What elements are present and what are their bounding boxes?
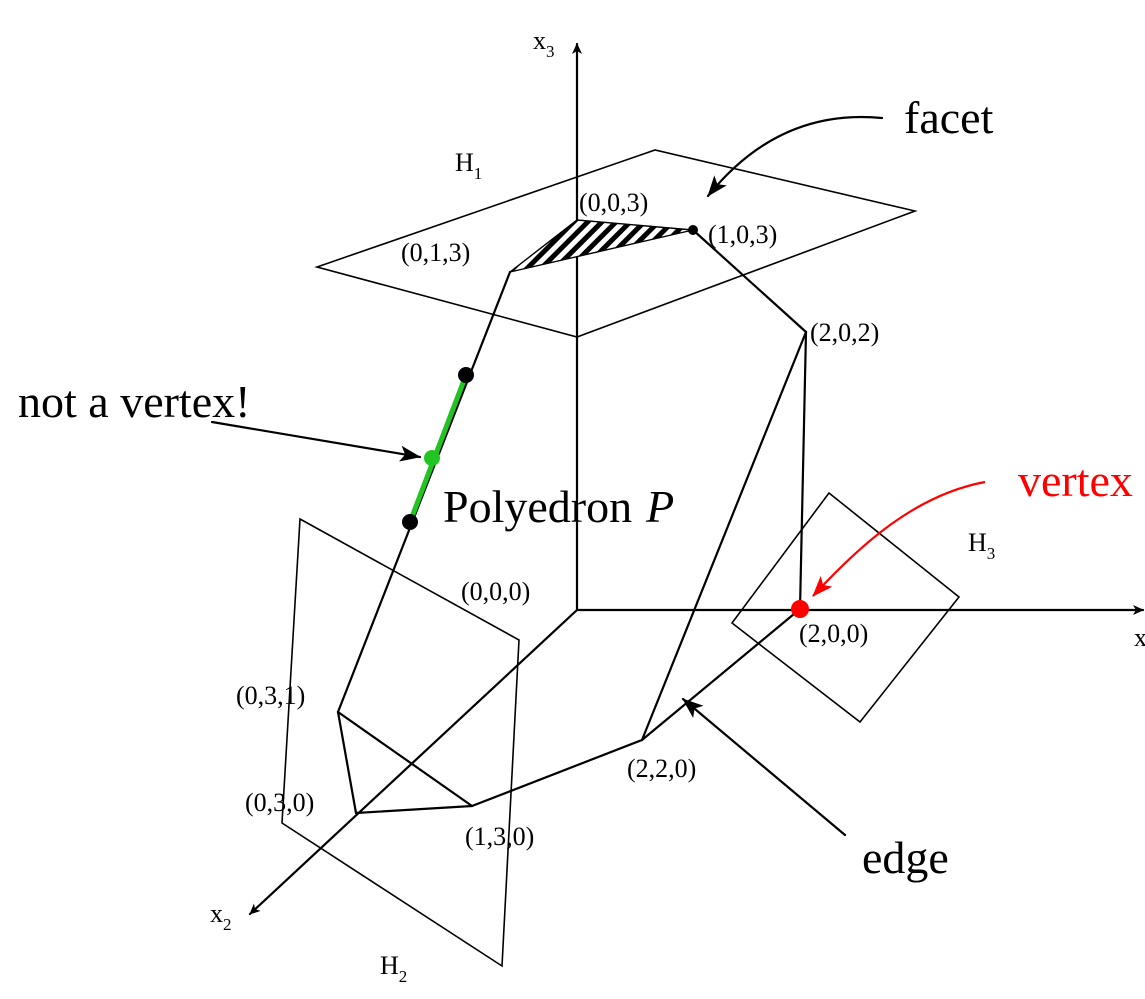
facet-annotation: facet xyxy=(904,92,994,143)
label-200: (2,0,0) xyxy=(799,619,868,648)
label-003: (0,0,3) xyxy=(579,188,648,217)
facet-region xyxy=(509,219,694,273)
label-030: (0,3,0) xyxy=(245,788,314,817)
label-103: (1,0,3) xyxy=(708,220,777,249)
label-031: (0,3,1) xyxy=(236,681,305,710)
point-103 xyxy=(688,225,698,235)
hyperplane-h2 xyxy=(281,517,520,968)
hyperplane-h1 xyxy=(314,149,918,338)
label-202: (2,0,2) xyxy=(810,318,879,347)
label-013: (0,1,3) xyxy=(401,238,470,267)
x2-axis xyxy=(248,608,579,916)
h3-label: H3 xyxy=(968,528,995,563)
point-lower-on-edge xyxy=(402,514,418,530)
vertex-200-red xyxy=(791,600,809,618)
point-upper-on-edge xyxy=(458,367,474,383)
vertex-arrow xyxy=(812,480,986,597)
edge-annotation: edge xyxy=(862,832,949,883)
h1-label: H1 xyxy=(455,148,482,183)
label-000: (0,0,0) xyxy=(461,577,530,606)
not-vertex-arrow xyxy=(210,420,422,462)
edge-arrow xyxy=(681,697,847,837)
x1-axis-label: x1 xyxy=(1134,623,1145,658)
not-vertex-annotation: not a vertex! xyxy=(18,376,250,427)
label-220: (2,2,0) xyxy=(627,754,696,783)
hyperplane-h3 xyxy=(730,491,961,724)
x2-axis-label: x2 xyxy=(210,899,232,934)
vertex-annotation: vertex xyxy=(1018,455,1133,506)
green-segment xyxy=(407,372,469,525)
label-130: (1,3,0) xyxy=(465,822,534,851)
h2-label: H2 xyxy=(380,951,407,986)
facet-arrow xyxy=(706,115,884,198)
x3-axis-label: x3 xyxy=(533,26,555,61)
point-midpoint-green xyxy=(424,450,440,466)
